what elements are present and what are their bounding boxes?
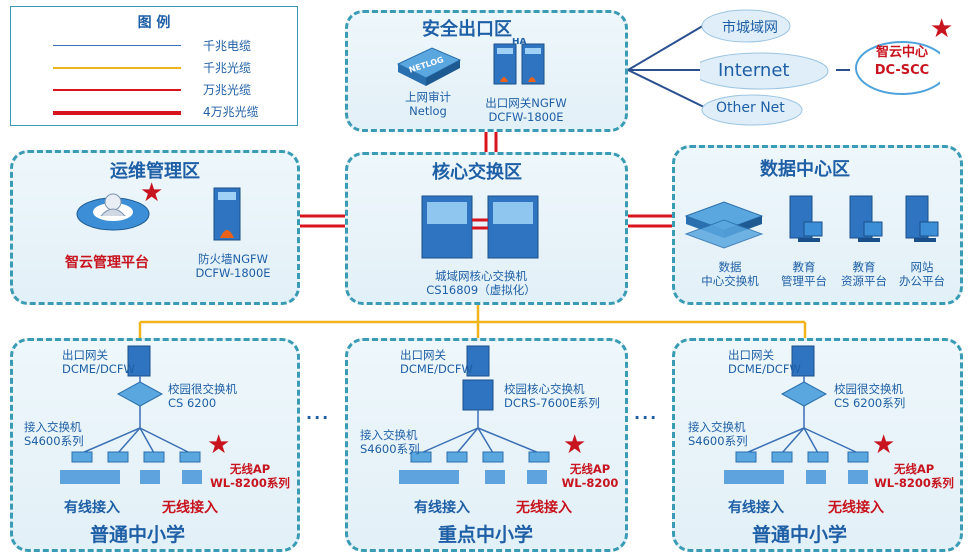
edu-management-server-icon [789,195,823,242]
school-2-wireless-label: 无线接入 [516,500,572,516]
core-zone-title: 核心交换区 [432,162,522,183]
ops-zone-title: 运维管理区 [110,161,200,182]
internet-cloud-shape [700,52,829,90]
dc-zone-title: 数据中心区 [760,159,850,180]
school-1-topology [60,345,202,484]
school-2-topology [399,345,550,484]
legend-label: 千兆电缆 [203,39,252,53]
star-icon: ★ [140,178,164,208]
dc-switch-icon [684,201,764,249]
school-2-wired-label: 有线接入 [414,500,470,516]
school-zone-3 [672,338,963,552]
netlog-device-icon: NETLOG [396,47,462,86]
edu-resource-server-icon [849,195,883,242]
legend-label: 千兆光缆 [203,61,252,75]
school-1-wired-label: 有线接入 [64,500,120,516]
school-1-wireless-label: 无线接入 [162,500,218,516]
other-net-label: Other Net [716,100,785,116]
star-icon: ★ [930,14,954,44]
internet-label: Internet [718,60,790,81]
dc-switch-label: 数据中心交换机 [701,260,759,288]
legend-row-40g-fiber: 4万兆光缆 [53,103,283,119]
core-switch-icon [421,195,539,259]
legend-row-gigabit-cable: 千兆电缆 [53,37,283,53]
school-2-name: 重点中小学 [438,524,534,546]
school-3-wireless-label: 无线接入 [828,500,884,516]
ellipsis: ··· [634,408,659,427]
school-3-topology [724,345,869,484]
security-zone-title: 安全出口区 [422,19,512,40]
legend-row-gigabit-fiber: 千兆光缆 [53,59,283,75]
website-office-label: 网站办公平台 [899,260,945,288]
legend-label: 4万兆光缆 [203,105,259,119]
legend: 图 例 千兆电缆 千兆光缆 万兆光缆 4万兆光缆 [10,6,298,126]
metro-network-label: 市城域网 [722,20,778,36]
legend-line [53,89,181,91]
legend-title: 图 例 [137,15,171,31]
school-1-name: 普通中小学 [90,524,186,546]
clouds [700,9,940,126]
star-icon: ★ [872,430,896,460]
website-office-server-icon [905,195,939,242]
ops-zone [10,150,300,305]
othernet-cloud-shape [701,94,803,126]
legend-row-10g-fiber: 万兆光缆 [53,81,283,97]
metro-cloud-shape [701,9,791,43]
star-icon: ★ [207,430,231,460]
management-platform-icon [76,193,150,231]
legend-line [53,111,181,115]
legend-line [53,67,181,69]
firewall-icon [213,187,241,241]
legend-line [53,45,181,46]
management-platform-label: 智云管理平台 [65,255,149,271]
school-3-name: 普通中小学 [752,524,848,546]
security-zone [345,10,628,132]
ellipsis: ··· [306,408,331,427]
ha-text: HA [512,38,527,47]
edu-management-label: 教育管理平台 [781,260,827,288]
star-icon: ★ [563,430,587,460]
edu-resource-label: 教育资源平台 [841,260,887,288]
ngfw-cluster-icon: HA [493,38,545,85]
school-zone-1 [10,338,300,552]
dcscc-cloud-shape [855,41,940,95]
legend-label: 万兆光缆 [203,83,252,97]
school-3-wired-label: 有线接入 [728,500,784,516]
